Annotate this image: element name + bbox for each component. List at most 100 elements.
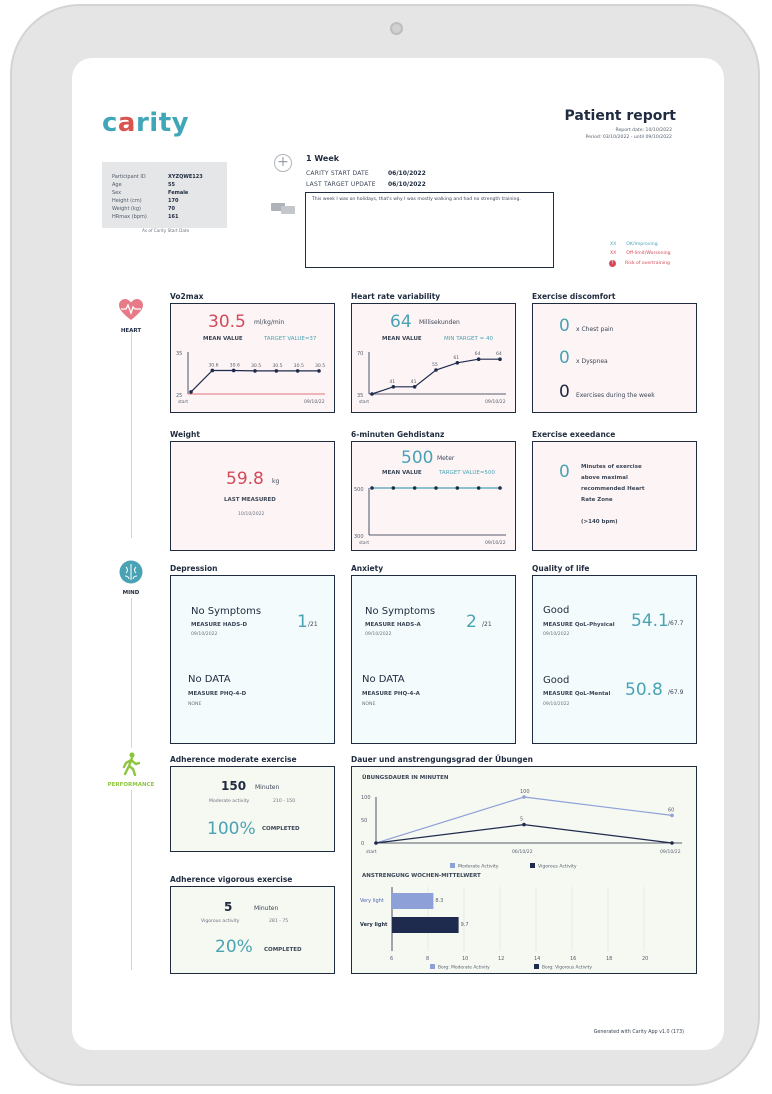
x-tick-label: start: [359, 540, 369, 546]
adherence-moderate-title: Adherence moderate exercise: [170, 755, 297, 764]
patient-label: Participant ID: [112, 174, 146, 180]
data-point: [522, 822, 526, 827]
vo2max-card: 30.5 ml/kg/min MEAN VALUE TARGET VALUE=3…: [170, 303, 335, 413]
week-label: 1 Week: [306, 154, 340, 163]
anxiety-card: No Symptoms MEASURE HADS-A 09/10/2022 2 …: [351, 575, 516, 744]
section-label-mind: MIND: [122, 590, 140, 596]
vigorous-percent: 20%: [215, 937, 253, 957]
category-label: Very light: [360, 898, 384, 904]
data-label: 41: [411, 379, 417, 385]
vo2max-caption: MEAN VALUE: [203, 336, 243, 342]
dyspnea-value: 0: [559, 348, 570, 368]
patient-value: Female: [168, 190, 189, 196]
x-tick-label: 06/10/22: [512, 849, 533, 855]
data-label: 30.5: [272, 363, 282, 369]
data-point: [498, 357, 502, 361]
data-label: 30.6: [230, 362, 240, 368]
depression-max-1: /21: [308, 621, 318, 628]
depression-measure-1: MEASURE HADS-D: [191, 622, 248, 628]
exceedance-card: 0 Minutes of exercise above maximal reco…: [532, 441, 697, 551]
data-label: 30.6: [208, 362, 218, 368]
data-label: 5: [520, 817, 523, 823]
effort-chart-title: ANSTRENGUNG WOCHEN-MITTELWERT: [362, 873, 481, 879]
duration-title: Dauer und anstrengungsgrad der Übungen: [351, 755, 533, 764]
footer-text: Generated with Carity App v1.0 (173): [593, 1030, 684, 1035]
plus-icon[interactable]: +: [274, 154, 292, 172]
data-label: 64: [475, 351, 481, 357]
patient-info-box: Participant ID Age Sex Height (cm) Weigh…: [102, 162, 227, 228]
qol-status-2: Good: [543, 675, 570, 686]
data-point: [374, 841, 378, 845]
exceedance-value: 0: [559, 462, 570, 482]
anxiety-date-1: 09/10/2022: [365, 632, 392, 637]
x-tick-label: 6: [390, 956, 393, 962]
data-point: [455, 486, 460, 490]
vo2max-title: Vo2max: [170, 292, 204, 301]
walk-target: TARGET VALUE=500: [439, 470, 495, 476]
x-tick-label: 09/10/22: [660, 849, 681, 855]
moderate-sub: Moderate activity: [209, 799, 250, 804]
data-point: [498, 486, 502, 490]
hrv-value: 64: [390, 312, 412, 332]
x-tick-label: 16: [570, 956, 576, 962]
y-tick-label: 35: [176, 351, 182, 357]
data-point: [476, 486, 481, 490]
patient-label: Sex: [112, 190, 122, 196]
walking-icon: [122, 752, 140, 776]
data-point: [434, 486, 438, 490]
legend-item: !Risk of overtraining: [609, 260, 670, 267]
start-date-value: 06/10/2022: [388, 170, 426, 177]
hrv-target: MIN TARGET = 40: [444, 336, 493, 342]
report-period: Period: 03/10/2022 - until 09/10/2022: [585, 135, 672, 140]
y-tick-label: 35: [357, 393, 363, 399]
x-tick-label: 8: [426, 956, 429, 962]
section-divider: [131, 598, 132, 748]
qol-date-1: 09/10/2022: [543, 632, 570, 637]
x-tick-label: 12: [498, 956, 504, 962]
depression-score-1: 1: [297, 612, 308, 632]
target-update-label: LAST TARGET UPDATE: [306, 181, 376, 188]
bar: [392, 917, 459, 933]
y-tick-label: 300: [354, 534, 364, 540]
depression-status-2: No DATA: [188, 674, 231, 685]
vigorous-minutes: 5: [224, 900, 233, 914]
patient-value: 55: [168, 182, 175, 188]
data-point: [455, 361, 460, 365]
patient-label: Weight (kg): [112, 206, 141, 212]
vo2max-target: TARGET VALUE=37: [264, 336, 317, 342]
data-label: 30.5: [251, 363, 261, 369]
camera-icon: [390, 22, 403, 35]
data-point: [295, 369, 300, 373]
x-tick-label: 18: [606, 956, 612, 962]
depression-status-1: No Symptoms: [191, 606, 262, 617]
anxiety-measure-2: MEASURE PHQ-4-A: [362, 691, 420, 697]
vo2max-unit: ml/kg/min: [254, 319, 285, 326]
discomfort-title: Exercise discomfort: [532, 292, 616, 301]
qol-measure-2: MEASURE QoL-Mental: [543, 691, 611, 697]
exercises-value: 0: [559, 382, 570, 402]
anxiety-title: Anxiety: [351, 564, 384, 573]
section-label-performance: PERFORMANCE: [107, 782, 155, 788]
data-label: 55: [432, 362, 438, 368]
data-point: [670, 841, 674, 845]
series-line: [375, 796, 673, 844]
data-label: 9.7: [461, 922, 469, 928]
exceedance-text: Minutes of exercise above maximal recomm…: [581, 462, 645, 506]
discomfort-card: 0 x Chest pain 0 x Dyspnea 0 Exercises d…: [532, 303, 697, 413]
moderate-minutes: 150: [221, 779, 247, 793]
walk-value: 500: [401, 448, 434, 468]
depression-measure-2: MEASURE PHQ-4-D: [188, 691, 247, 697]
legend-swatch: [430, 964, 435, 969]
section-divider: [131, 790, 132, 970]
tablet-frame: carity Patient report Report date: 10/10…: [10, 4, 760, 1086]
chest-pain-label: x Chest pain: [576, 326, 614, 333]
qol-card: Good MEASURE QoL-Physical 09/10/2022 54.…: [532, 575, 697, 744]
hrv-card: 64 Millisekunden MEAN VALUE MIN TARGET =…: [351, 303, 516, 413]
weight-card: 59.8 kg LAST MEASURED 10/10/2022: [170, 441, 335, 551]
notes-box[interactable]: This week I was on holidays, that's why …: [305, 192, 554, 268]
section-label-heart: HEART: [120, 328, 142, 334]
x-tick-label: 10: [462, 956, 468, 962]
depression-date-2: NONE: [188, 702, 202, 707]
carity-logo: carity: [102, 108, 190, 138]
dyspnea-label: x Dyspnea: [576, 358, 608, 365]
